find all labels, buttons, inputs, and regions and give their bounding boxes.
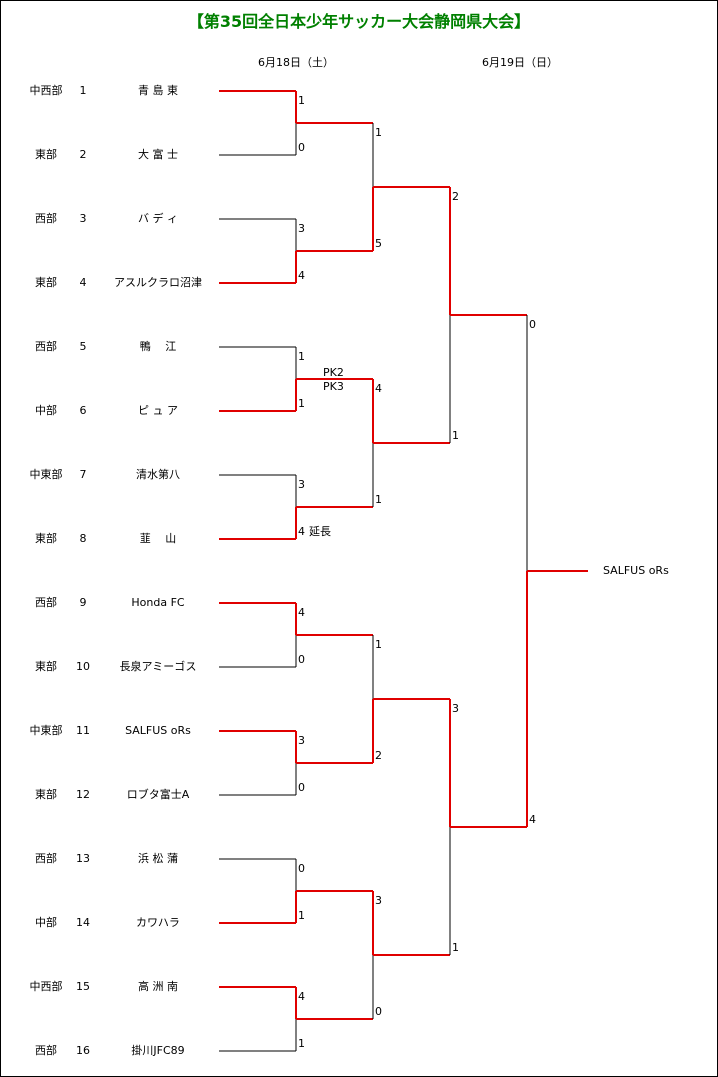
r1-score-top: 3 [298,734,305,747]
r1-score-bottom: 1 [298,909,305,922]
team-region: 東部 [35,148,57,161]
team-region: 中東部 [29,724,63,737]
team-region: 西部 [35,852,57,865]
team-seed: 16 [76,1044,90,1057]
team-name: 鴨 江 [139,340,177,353]
team-seed: 8 [79,532,87,545]
team-name: 清水第八 [136,468,180,481]
team-region: 中部 [35,916,57,929]
team-name: ピ ュ ア [138,404,178,417]
champion-name: SALFUS oRs [603,564,669,577]
team-region: 西部 [35,340,57,353]
date-day2: 6月19日（日） [482,56,558,69]
team-name: SALFUS oRs [125,724,191,737]
team-region: 中西部 [29,84,63,97]
team-seed: 5 [79,340,87,353]
final-score-bottom: 4 [529,813,536,826]
r1-score-bottom: 1 [298,1037,305,1050]
r1-score-top: 3 [298,478,305,491]
page-title: 【第35回全日本少年サッカー大会静岡県大会】 [187,12,531,31]
r1-score-top: 4 [298,990,305,1003]
team-name: Honda FC [131,596,185,609]
team-name: バ デ ィ [138,212,178,225]
extra-time-note: 延長 [309,525,331,538]
team-seed: 14 [76,916,90,929]
team-seed: 12 [76,788,90,801]
pk-note-top: PK2 [323,366,344,379]
team-region: 中西部 [29,980,63,993]
r1-score-top: 1 [298,94,305,107]
team-region: 中東部 [29,468,63,481]
pk-note-bottom: PK3 [323,380,344,393]
r1-score-bottom: 0 [298,141,305,154]
team-name: 浜 松 蒲 [138,852,178,865]
team-region: 東部 [35,276,57,289]
team-region: 西部 [35,212,57,225]
r3-score-top: 2 [452,190,459,203]
team-name: 掛川JFC89 [131,1044,185,1057]
team-seed: 4 [79,276,87,289]
r1-score-top: 1 [298,350,305,363]
team-seed: 2 [79,148,87,161]
team-region: 東部 [35,532,57,545]
team-seed: 3 [79,212,87,225]
team-seed: 10 [76,660,90,673]
r2-score-bottom: 2 [375,749,382,762]
r2-score-bottom: 1 [375,493,382,506]
r1-score-bottom: 1 [298,397,305,410]
team-name: 長泉アミーゴス [119,660,197,673]
team-seed: 7 [79,468,87,481]
date-day1: 6月18日（土） [258,56,334,69]
r1-score-top: 3 [298,222,305,235]
team-region: 東部 [35,660,57,673]
team-region: 西部 [35,596,57,609]
r2-score-top: 1 [375,126,382,139]
r2-score-top: 3 [375,894,382,907]
team-name: 青 島 東 [138,84,178,97]
team-seed: 15 [76,980,90,993]
r2-score-top: 1 [375,638,382,651]
team-seed: 11 [76,724,90,737]
team-seed: 9 [79,596,87,609]
r3-score-bottom: 1 [452,941,459,954]
final-score-top: 0 [529,318,536,331]
r1-score-bottom: 4 [298,525,305,538]
r1-score-top: 0 [298,862,305,875]
team-seed: 13 [76,852,90,865]
r1-score-top: 4 [298,606,305,619]
r1-score-bottom: 4 [298,269,305,282]
r1-score-bottom: 0 [298,781,305,794]
team-name: 大 富 士 [138,148,178,161]
team-region: 東部 [35,788,57,801]
team-seed: 6 [79,404,87,417]
team-name: カワハラ [136,916,180,929]
r2-score-bottom: 0 [375,1005,382,1018]
team-name: アスルクラロ沼津 [114,276,202,289]
team-region: 中部 [35,404,57,417]
team-seed: 1 [79,84,87,97]
r3-score-top: 3 [452,702,459,715]
team-name: 韮 山 [139,532,177,545]
team-name: ロブタ富士A [126,788,190,801]
team-region: 西部 [35,1044,57,1057]
r2-score-bottom: 5 [375,237,382,250]
r3-score-bottom: 1 [452,429,459,442]
r2-score-top: 4 [375,382,382,395]
r1-score-bottom: 0 [298,653,305,666]
team-name: 高 洲 南 [138,980,178,993]
